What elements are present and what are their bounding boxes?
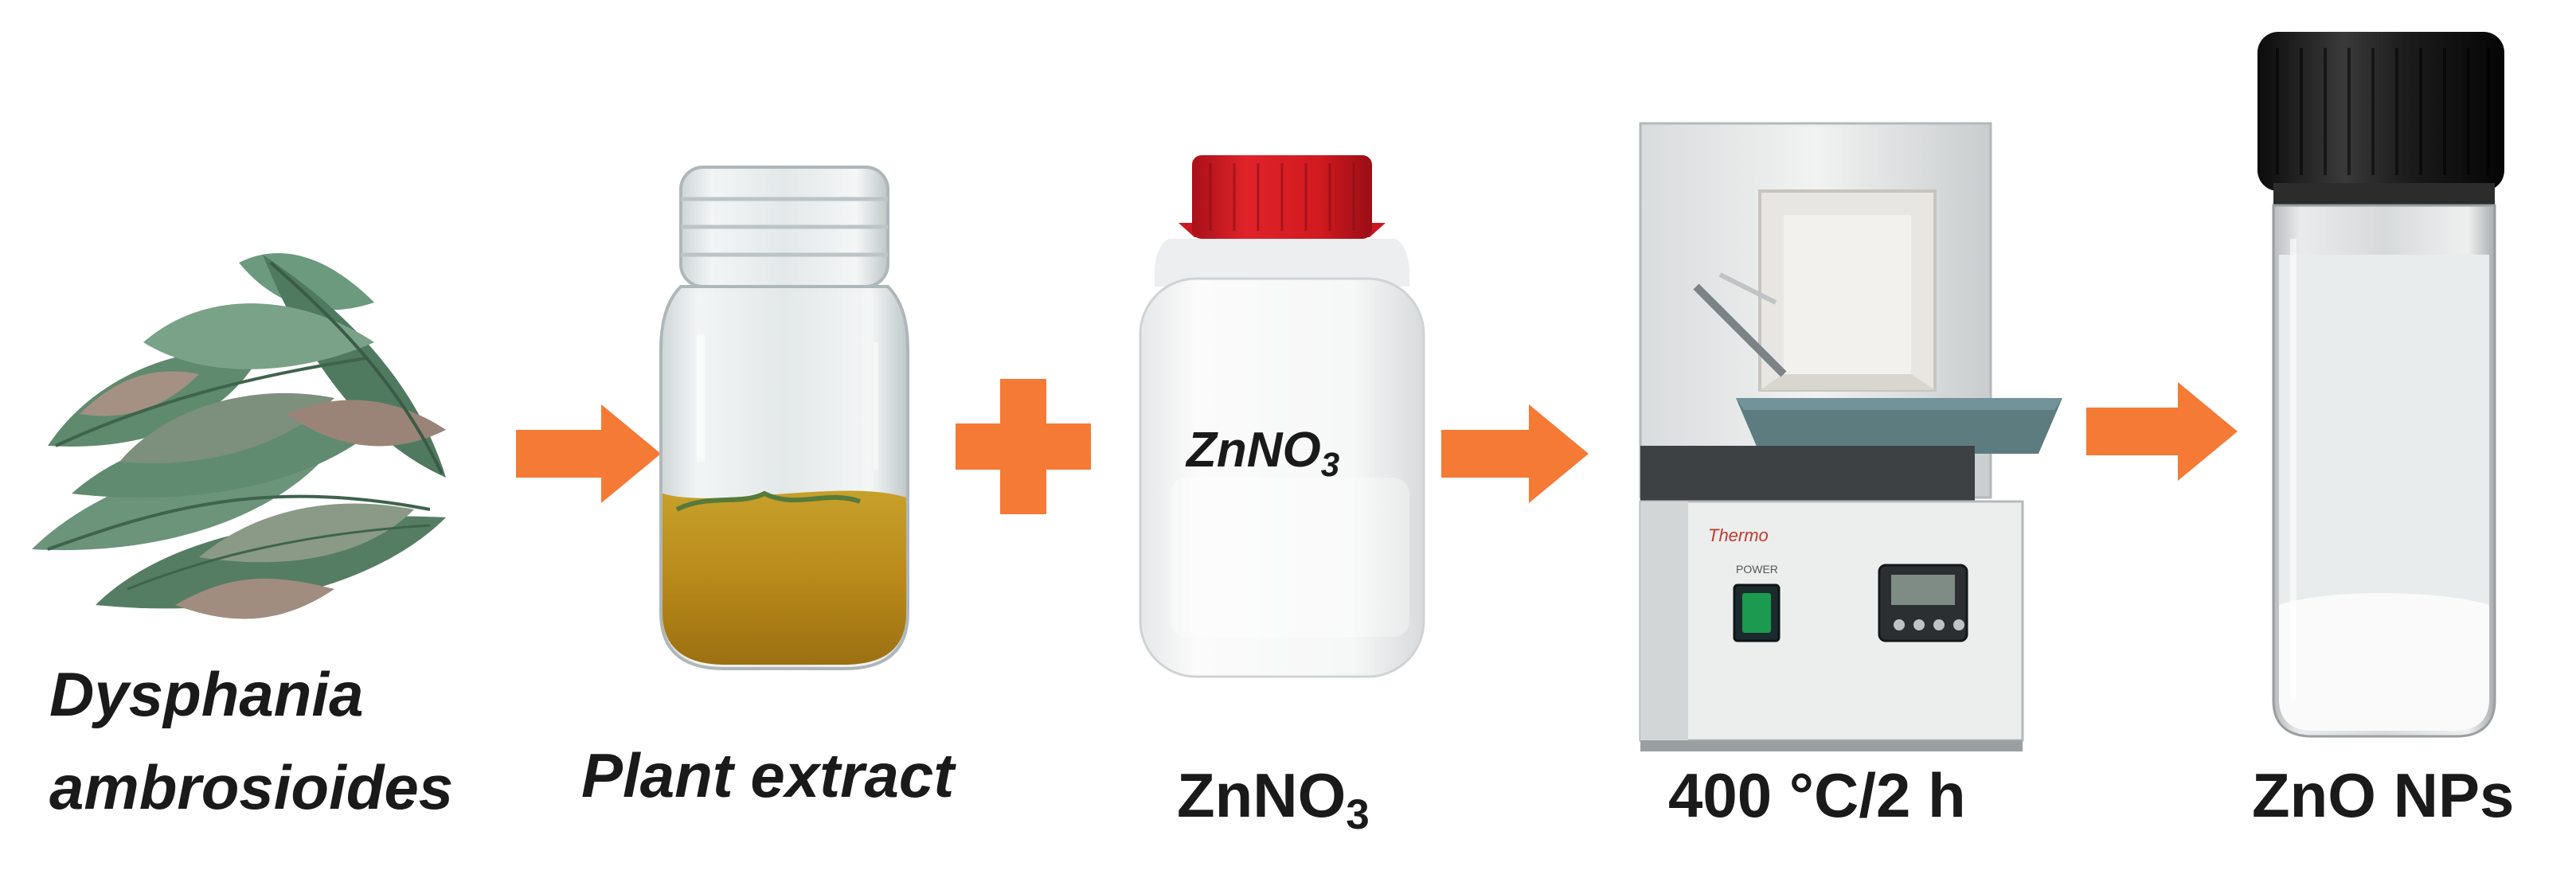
caption-zinc-nitrate: ZnNO3 xyxy=(1177,760,1370,839)
arrow-right-icon xyxy=(2086,382,2238,481)
caption-plant-extract: Plant extract xyxy=(581,740,954,812)
plus-icon xyxy=(956,379,1091,514)
power-label: POWER xyxy=(1736,563,1778,576)
caption-calcination: 400 °C/2 h xyxy=(1668,760,1966,832)
dried-leaves-icon xyxy=(32,253,446,619)
caption-plant-line2: ambrosioides xyxy=(49,752,453,824)
arrow-right-icon xyxy=(516,404,661,503)
bottle-label: ZnNO3 xyxy=(1186,422,1339,484)
caption-zno-nps: ZnO NPs xyxy=(2252,760,2514,832)
furnace-icon: Thermo POWER xyxy=(1640,123,2062,751)
reagent-bottle-icon xyxy=(1140,155,1424,677)
furnace-brand-text: Thermo xyxy=(1708,525,1769,545)
jar-icon xyxy=(661,167,908,669)
caption-plant-line1: Dysphania xyxy=(49,659,363,731)
arrow-right-icon xyxy=(1441,404,1589,503)
vial-icon xyxy=(2257,32,2504,736)
